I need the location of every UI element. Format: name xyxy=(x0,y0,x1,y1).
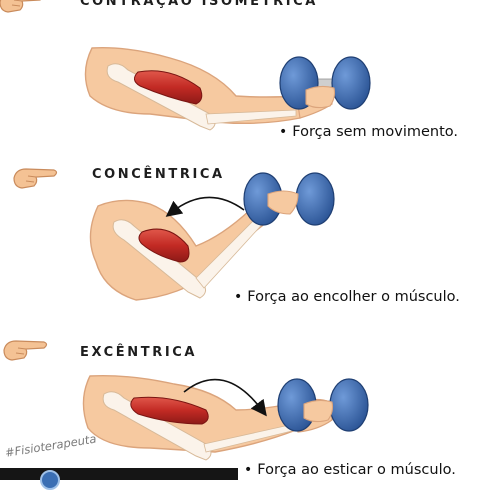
heading-eccentric: EXCÊNTRICA xyxy=(80,345,198,360)
panel-concentric xyxy=(13,168,335,301)
muscle-contraction-diagram xyxy=(0,0,371,461)
panel-eccentric xyxy=(3,340,369,461)
caption-concentric: •Força ao encolher o músculo. xyxy=(234,289,460,305)
pointing-hand-icon xyxy=(13,168,58,189)
pointing-hand-icon xyxy=(3,340,48,361)
bottom-overlay-bar xyxy=(0,468,238,490)
heading-isometric: CONTRAÇÃO ISOMÉTRICA xyxy=(80,0,318,9)
panel-isometric xyxy=(0,0,371,131)
arm-illustration-concentric xyxy=(89,196,277,301)
curved-arrow-icon xyxy=(165,196,245,217)
heading-concentric: CONCÊNTRICA xyxy=(92,167,225,182)
avatar xyxy=(40,470,60,490)
arm-illustration-isometric xyxy=(84,47,333,131)
pointing-hand-icon xyxy=(0,0,44,13)
caption-eccentric: •Força ao esticar o músculo. xyxy=(244,462,456,478)
curved-arrow-icon xyxy=(183,378,267,417)
caption-isometric: •Força sem movimento. xyxy=(279,124,459,140)
